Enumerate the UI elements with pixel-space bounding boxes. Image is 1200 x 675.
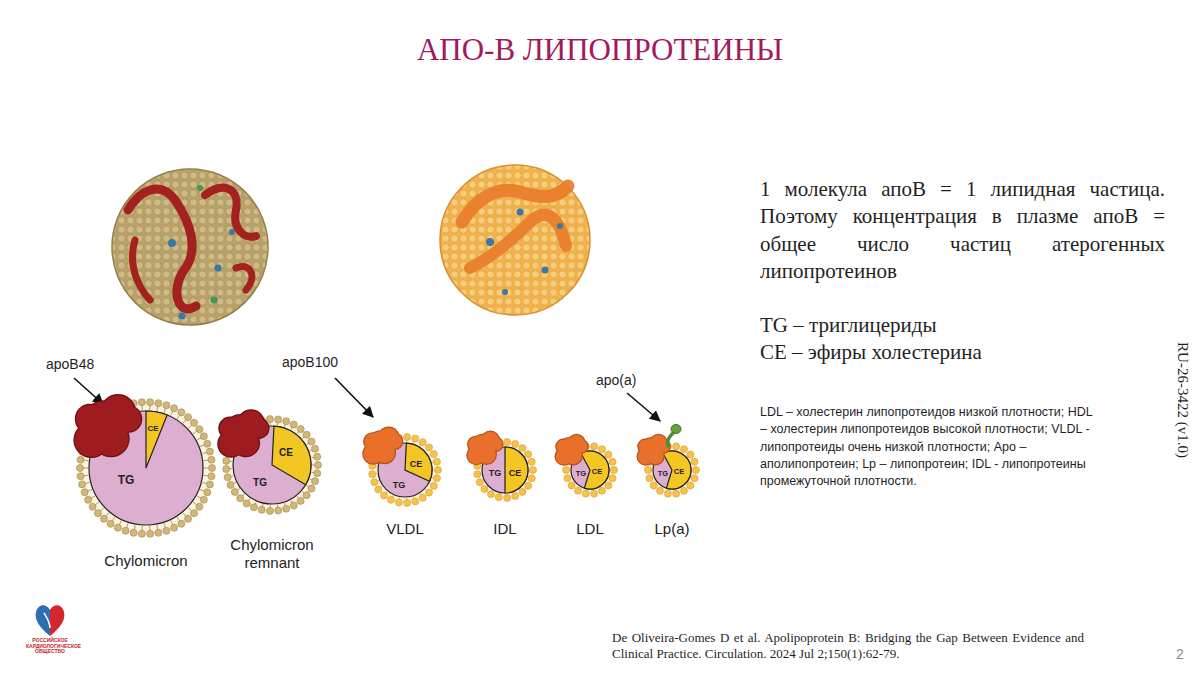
core-label: TG [576,470,586,478]
lipoprotein-particle: TGCELDL [562,442,618,498]
core-label: TG [393,481,406,490]
key-statement: 1 молекула апоВ = 1 липидная частица. По… [760,176,1165,285]
core-label: CE [410,460,423,469]
core-label: TG [118,474,135,486]
logo-text: РОССИЙСКОЕ КАРДИОЛОГИЧЕСКОЕ ОБЩЕСТВО [26,638,74,655]
abbreviation-line: TG – триглицериды [760,313,937,338]
reference: De Oliveira-Gomes D et al. Apolipoprotei… [612,630,1084,663]
core-label: CE [147,425,158,433]
lipoprotein-particle: CETGVLDL [368,433,442,507]
society-logo [36,605,65,636]
callout-label: apoB48 [46,356,94,373]
particle-name: VLDL [365,520,445,538]
leader-line [74,378,103,404]
lipoprotein-particle: TGCELp(a) [644,442,700,498]
core-label: TG [253,478,267,488]
lipoprotein-particle: CETGChylomicron [76,398,216,538]
core-label: CE [674,468,684,476]
leader-line [627,393,660,421]
callout-label: apo(a) [596,372,636,389]
particle-shape [473,438,537,502]
particle-shape [222,415,322,515]
apob100-sphere [440,165,590,315]
core-label: CE [279,448,293,458]
document-code: RU-26-3422 (v1.0) [1174,342,1192,458]
particle-shape [76,398,216,538]
chylomicron-sphere [112,169,268,325]
core-label: TG [658,470,668,478]
core-label: CE [592,468,602,476]
particle-name: Lp(a) [632,520,712,538]
particle-shape [644,442,700,498]
particle-name: Chylomicron remnant [222,536,322,572]
callout-label: apoB100 [282,354,338,371]
lipoprotein-particle: CETGChylomicron remnant [222,415,322,515]
slide-title: АПО-В ЛИПОПРОТЕИНЫ [0,32,1200,68]
core-label: CE [509,469,522,478]
page-number: 2 [1176,646,1184,663]
core-label: TG [489,469,502,478]
particle-shape [368,433,442,507]
particle-name: LDL [550,520,630,538]
abbreviation-line: CE – эфиры холестерина [760,340,982,365]
lipoprotein-particle: TGCEIDL [473,438,537,502]
particle-shape [562,442,618,498]
particle-name: IDL [465,520,545,538]
leader-line [335,378,373,417]
abbreviation-note: LDL – холестерин липопротеидов низкой пл… [760,404,1095,490]
particle-name: Chylomicron [81,552,211,570]
